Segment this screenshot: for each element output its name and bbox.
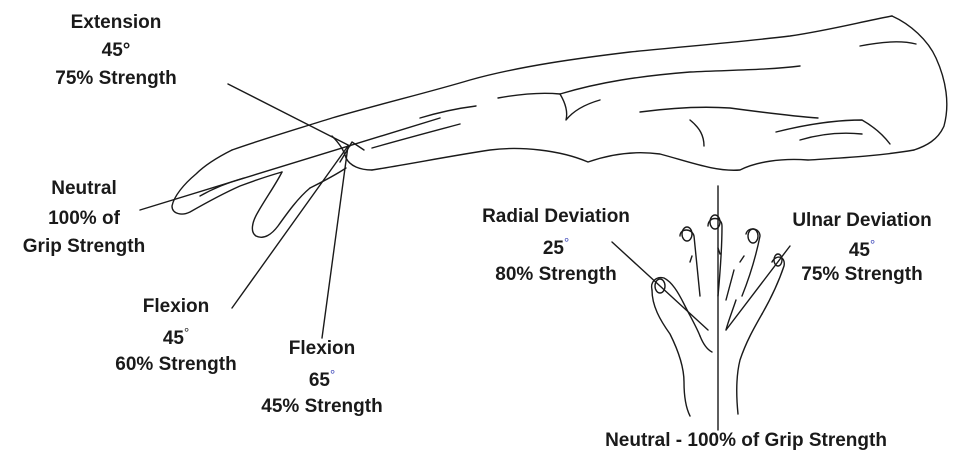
flexion-45-strength: 60% Strength [115, 354, 236, 376]
palm-crease-2 [726, 300, 736, 330]
radial-deviation-strength: 80% Strength [482, 264, 630, 286]
ulnar-deviation-strength: 75% Strength [792, 264, 931, 286]
bicep-line [560, 66, 800, 94]
muscle-line-2 [640, 107, 818, 118]
radial-deviation-angle: 25 [543, 238, 564, 259]
hand-thumb [652, 278, 700, 336]
palm-bottom-outline [310, 168, 346, 188]
arm-illustration [172, 16, 947, 237]
hand-middle-finger [708, 219, 722, 297]
flexion-65-angle-row: 65° [261, 364, 382, 392]
flexion-45-line [232, 146, 348, 308]
ulnar-deviation-line [726, 246, 790, 330]
flexion-45-angle: 45 [163, 328, 184, 349]
arm-top-outline [232, 16, 892, 150]
forearm-line-1 [372, 124, 460, 148]
radial-deviation-angle-row: 25° [482, 232, 630, 260]
radial-deviation-title: Radial Deviation [482, 206, 630, 228]
muscle-line-1 [498, 93, 560, 98]
shoulder-outline [892, 16, 947, 150]
palm-crease [700, 336, 712, 352]
tricep-line [776, 120, 890, 144]
extension-strength: 75% Strength [55, 68, 176, 90]
forearm-line-2 [420, 106, 476, 118]
neutral-arm-line3: Grip Strength [23, 236, 145, 258]
flexion-45-angle-row: 45° [115, 322, 236, 350]
degree-icon: ° [870, 237, 875, 252]
thumb-outline [252, 172, 310, 237]
little-nail [774, 254, 782, 266]
neutral-hand-label: Neutral - 100% of Grip Strength [605, 430, 887, 452]
degree-icon: ° [184, 325, 189, 340]
degree-icon: ° [564, 235, 569, 250]
extension-label: Extension 45° 75% Strength [55, 12, 176, 90]
palm-right-outline [737, 314, 762, 414]
extension-line [228, 84, 350, 146]
index-nail [682, 227, 692, 241]
ulnar-deviation-angle: 45 [849, 240, 870, 261]
flexion-65-strength: 45% Strength [261, 396, 382, 418]
neutral-arm-line2: 100% of [23, 208, 145, 230]
neutral-arm-title: Neutral [23, 178, 145, 200]
ulnar-deviation-label: Ulnar Deviation 45° 75% Strength [792, 210, 931, 286]
radial-deviation-label: Radial Deviation 25° 80% Strength [482, 206, 630, 286]
neutral-arm-label: Neutral 100% of Grip Strength [23, 178, 145, 258]
flexion-65-angle: 65 [309, 370, 330, 391]
flexion-65-title: Flexion [261, 338, 382, 360]
flexion-45-label: Flexion 45° 60% Strength [115, 296, 236, 376]
hand-little-finger [762, 257, 784, 314]
ulnar-deviation-title: Ulnar Deviation [792, 210, 931, 232]
ring-nail [748, 229, 758, 243]
upper-arm-line [860, 42, 916, 46]
ulnar-deviation-angle-row: 45° [792, 234, 931, 262]
neutral-arm-line [140, 118, 440, 210]
arm-bottom-outline [372, 149, 914, 171]
extension-angle: 45° [55, 40, 176, 62]
extension-title: Extension [55, 12, 176, 34]
degree-icon: ° [330, 367, 335, 382]
tricep-line-2 [800, 133, 862, 140]
flexion-45-title: Flexion [115, 296, 236, 318]
hand-top-outline [172, 150, 282, 214]
elbow-crease [560, 94, 600, 120]
muscle-line-3 [690, 120, 704, 146]
hand-illustration [612, 186, 790, 430]
flexion-65-label: Flexion 65° 45% Strength [261, 338, 382, 418]
